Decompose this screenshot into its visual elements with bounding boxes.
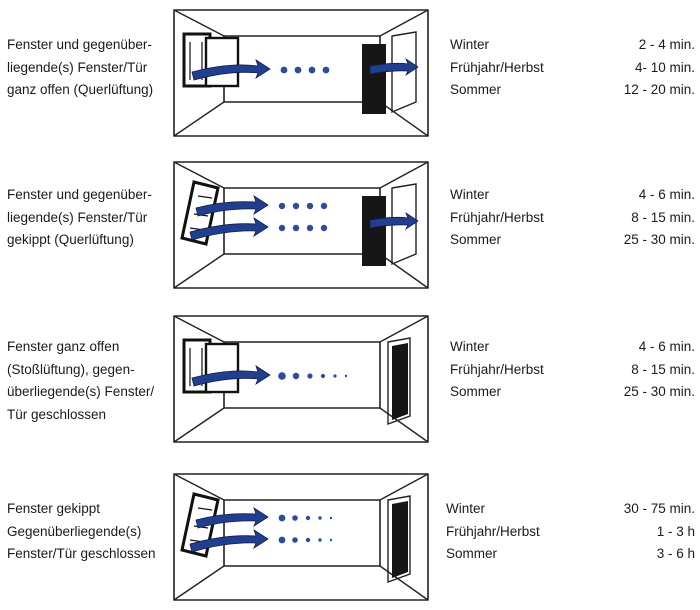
time-row: Winter 2 - 4 min. bbox=[450, 34, 695, 57]
season: Winter bbox=[450, 339, 490, 354]
airflow-arrow bbox=[189, 529, 269, 553]
time-row: Frühjahr/Herbst 8 - 15 min. bbox=[450, 359, 695, 382]
description-line: Fenster/Tür geschlossen bbox=[7, 546, 156, 561]
panel-3-times: Winter 4 - 6 min. Frühjahr/Herbst 8 - 15 m… bbox=[450, 336, 695, 404]
description-line: ganz offen (Querlüftung) bbox=[7, 82, 154, 97]
season: Sommer bbox=[446, 546, 498, 561]
door bbox=[362, 196, 386, 266]
time-row: Winter 4 - 6 min. bbox=[450, 184, 695, 207]
time-row: Frühjahr/Herbst 4- 10 min. bbox=[450, 57, 695, 80]
time-row: Sommer 25 - 30 min. bbox=[450, 229, 695, 252]
duration: 12 - 20 min. bbox=[623, 82, 695, 97]
season: Sommer bbox=[450, 82, 502, 97]
season: Sommer bbox=[450, 384, 502, 399]
door bbox=[392, 501, 408, 578]
room-illustration-shock-ventilation bbox=[173, 315, 429, 443]
description-line: Fenster und gegenüber- bbox=[7, 187, 152, 202]
description-line: Gegenüberliegende(s) bbox=[7, 523, 142, 539]
airflow-arrow bbox=[189, 217, 269, 241]
season: Winter bbox=[450, 187, 490, 202]
season: Frühjahr/Herbst bbox=[450, 209, 544, 225]
duration: 8 - 15 min. bbox=[631, 361, 695, 377]
season: Winter bbox=[446, 501, 486, 516]
panel-3-description: Fenster ganz offen (Stoßlüftung), gegen-… bbox=[7, 336, 167, 426]
season: Sommer bbox=[450, 232, 502, 247]
duration: 4 - 6 min. bbox=[638, 187, 695, 202]
description-line: Fenster ganz offen bbox=[7, 339, 120, 354]
airflow-arrow bbox=[369, 57, 419, 77]
description-line: liegende(s) Fenster/Tür bbox=[7, 209, 148, 225]
time-row: Frühjahr/Herbst 8 - 15 min. bbox=[450, 207, 695, 230]
description-line: Tür geschlossen bbox=[7, 406, 107, 422]
time-row: Sommer 3 - 6 h bbox=[446, 543, 695, 566]
panel-2-description: Fenster und gegenüber- liegende(s) Fenst… bbox=[7, 184, 167, 252]
description-line: liegende(s) Fenster/Tür bbox=[7, 59, 148, 75]
description-line: gekippt (Querlüftung) bbox=[7, 232, 134, 247]
description-line: Fenster gekippt bbox=[7, 501, 101, 516]
room-illustration-tilted-closed bbox=[173, 473, 429, 601]
duration: 4- 10 min. bbox=[634, 59, 695, 75]
panel-1-times: Winter 2 - 4 min. Frühjahr/Herbst 4- 10 mi… bbox=[450, 34, 695, 102]
time-row: Sommer 12 - 20 min. bbox=[450, 79, 695, 102]
airflow-arrow bbox=[195, 195, 269, 217]
time-row: Winter 30 - 75 min. bbox=[446, 498, 695, 521]
duration: 8 - 15 min. bbox=[631, 209, 695, 225]
duration: 30 - 75 min. bbox=[623, 501, 695, 516]
duration: 25 - 30 min. bbox=[623, 384, 695, 399]
airflow-arrow bbox=[195, 507, 269, 529]
door bbox=[392, 343, 408, 420]
time-row: Sommer 25 - 30 min. bbox=[450, 381, 695, 404]
description-line: Fenster und gegenüber- bbox=[7, 37, 152, 52]
room-illustration-tilted-cross-ventilation bbox=[173, 161, 429, 289]
door bbox=[362, 44, 386, 114]
time-row: Frühjahr/Herbst 1 - 3 h bbox=[446, 521, 695, 544]
duration: 4 - 6 min. bbox=[638, 339, 695, 354]
duration: 1 - 3 h bbox=[656, 523, 695, 539]
panel-4-description: Fenster gekippt Gegenüberliegende(s) Fen… bbox=[7, 498, 167, 566]
season: Frühjahr/Herbst bbox=[450, 361, 544, 377]
description-line: überliegende(s) Fenster/ bbox=[7, 384, 155, 399]
duration: 25 - 30 min. bbox=[623, 232, 695, 247]
season: Frühjahr/Herbst bbox=[446, 523, 540, 539]
panel-4-times: Winter 30 - 75 min. Frühjahr/Herbst 1 - 3 … bbox=[446, 498, 695, 566]
duration: 2 - 4 min. bbox=[638, 37, 695, 52]
season: Frühjahr/Herbst bbox=[450, 59, 544, 75]
season: Winter bbox=[450, 37, 490, 52]
airflow-arrow bbox=[191, 59, 271, 81]
room-illustration-open-cross-ventilation bbox=[173, 9, 429, 137]
airflow-arrow bbox=[191, 365, 271, 387]
duration: 3 - 6 h bbox=[656, 546, 695, 561]
time-row: Winter 4 - 6 min. bbox=[450, 336, 695, 359]
panel-2-times: Winter 4 - 6 min. Frühjahr/Herbst 8 - 15 m… bbox=[450, 184, 695, 252]
airflow-arrow bbox=[369, 211, 419, 231]
description-line: (Stoßlüftung), gegen- bbox=[7, 361, 135, 377]
panel-1-description: Fenster und gegenüber- liegende(s) Fenst… bbox=[7, 34, 167, 102]
